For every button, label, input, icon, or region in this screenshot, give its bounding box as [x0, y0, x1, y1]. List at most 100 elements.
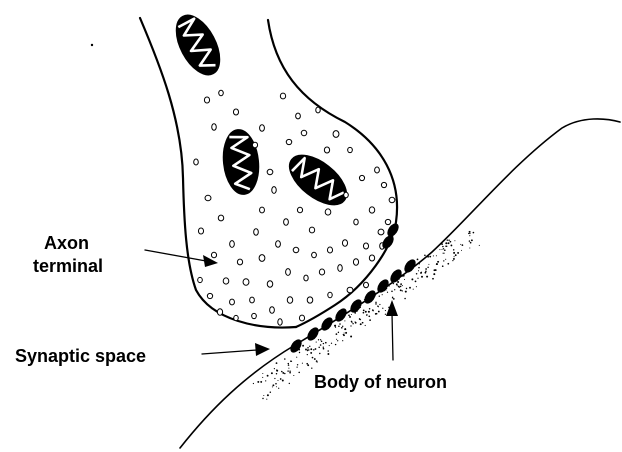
stipple-dot: [267, 394, 269, 396]
synaptic-vesicle: [363, 243, 368, 249]
synaptic-vesicle: [211, 252, 216, 258]
stipple-dot: [363, 310, 365, 312]
stipple-dot: [288, 363, 289, 364]
receptor-sites: [288, 221, 418, 354]
label-body-of-neuron: Body of neuron: [314, 372, 447, 392]
synaptic-vesicle: [223, 278, 229, 284]
stipple-dot: [274, 368, 275, 369]
stipple-dot: [397, 281, 399, 283]
synaptic-vesicle: [325, 209, 331, 215]
stipple-dot: [351, 314, 352, 315]
stipple-dot: [450, 241, 452, 243]
synaptic-vesicle: [316, 107, 321, 113]
stipple-dot: [321, 341, 323, 343]
stipple-dot: [316, 360, 318, 362]
stipple-dot: [443, 253, 444, 254]
synaptic-vesicle: [354, 219, 358, 225]
axon-terminal-arrow: [145, 250, 218, 267]
synaptic-vesicle: [369, 207, 374, 213]
stipple-dot: [402, 290, 403, 291]
synaptic-vesicle: [378, 229, 384, 235]
stipple-dot: [453, 252, 455, 254]
stipple-dot: [351, 321, 353, 323]
stipple-dot: [404, 298, 406, 300]
label-axon: Axon: [44, 233, 89, 253]
synaptic-vesicle: [375, 167, 380, 173]
stipple-dot: [433, 255, 434, 256]
stipple-dot: [392, 297, 393, 298]
stipple-dot: [311, 368, 312, 369]
synaptic-space-arrow: [202, 343, 270, 356]
stipple-dot: [336, 333, 338, 335]
stipple-dot: [457, 252, 459, 254]
stipple-dot: [284, 373, 285, 374]
stipple-dot: [276, 369, 277, 370]
stipple-dot: [469, 247, 470, 248]
stipple-dot: [433, 269, 435, 271]
stipple-dot: [354, 308, 356, 310]
stipple-dot: [343, 334, 345, 336]
synaptic-vesicle: [297, 207, 302, 213]
stipple-dot: [382, 308, 383, 309]
stipple-dot: [323, 343, 324, 344]
stipple-dot: [337, 340, 338, 341]
stipple-dot: [386, 288, 387, 289]
stipple-dot: [284, 358, 286, 360]
stipple-dot: [272, 384, 274, 386]
stipple-dot: [405, 291, 407, 293]
stipple-dot: [385, 289, 386, 290]
stipple-dot: [278, 388, 279, 389]
synaptic-vesicle: [286, 139, 291, 144]
stipple-dot: [335, 344, 336, 345]
synaptic-vesicle: [280, 93, 285, 99]
stipple-dot: [421, 276, 423, 278]
stipple-dot: [442, 265, 444, 267]
stipple-dot: [441, 249, 442, 250]
body-of-neuron-arrow: [386, 300, 398, 360]
stipple-dot: [302, 345, 304, 347]
synaptic-vesicle: [296, 113, 301, 119]
stipple-dot: [455, 254, 457, 256]
stipple-dot: [309, 346, 310, 347]
stipple-dot: [406, 288, 407, 289]
stipple-dot: [272, 386, 273, 387]
stipple-dot: [365, 325, 366, 326]
synaptic-vesicle: [324, 147, 329, 153]
synaptic-vesicle: [353, 259, 358, 266]
stipple-dot: [319, 353, 320, 354]
synaptic-vesicle: [230, 241, 235, 248]
synaptic-vesicle: [260, 207, 265, 213]
stipple-dot: [471, 239, 473, 241]
synaptic-vesicle: [212, 124, 217, 131]
synaptic-vesicle: [230, 299, 235, 305]
synaptic-vesicle: [342, 240, 347, 247]
stipple-dot: [450, 244, 452, 246]
stipple-dot: [293, 375, 294, 376]
synaptic-vesicle: [194, 159, 199, 165]
stipple-dot: [444, 253, 445, 254]
stipple-dot: [379, 304, 380, 305]
stipple-dot: [385, 310, 386, 311]
stipple-dot: [363, 312, 365, 314]
stipple-dot: [350, 325, 351, 326]
synaptic-vesicles: [194, 90, 395, 325]
synaptic-vesicle: [347, 287, 353, 293]
label-terminal: terminal: [33, 256, 103, 276]
stipple-dot: [334, 325, 336, 327]
stipple-dot: [257, 381, 259, 383]
mitochondrion-middle: [221, 128, 262, 195]
stipple-dot: [454, 240, 455, 241]
stipple-dot: [417, 259, 419, 261]
stipple-dot: [306, 363, 308, 365]
stipple-dot: [288, 364, 290, 366]
stipple-dot: [335, 327, 336, 328]
synaptic-vesicle: [319, 269, 324, 275]
stipple-dot: [329, 345, 330, 346]
stipple-dot: [433, 273, 435, 275]
synaptic-vesicle: [348, 147, 353, 152]
stipple-dot: [470, 242, 472, 244]
stipple-dot: [469, 233, 470, 234]
stipple-dot: [453, 258, 455, 260]
stipple-dot: [436, 255, 437, 256]
